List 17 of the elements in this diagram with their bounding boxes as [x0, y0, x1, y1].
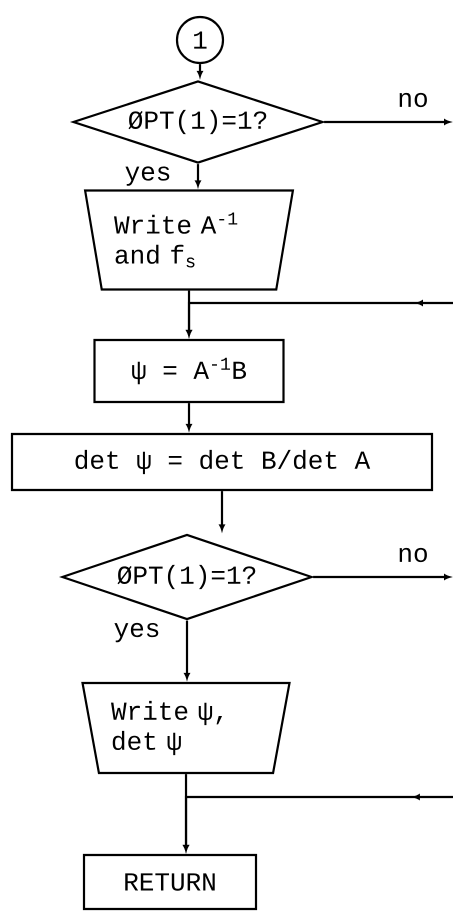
- output-trapezoid: Write ψ, det ψ: [81, 682, 291, 774]
- process-box: ψ = A$^{-1}$B: [93, 338, 285, 404]
- arrow: [313, 574, 450, 580]
- arrow: [197, 64, 203, 78]
- arrow: [195, 164, 201, 187]
- process-box: RETURN: [82, 854, 258, 910]
- arrow: [183, 794, 453, 852]
- arrow: [324, 119, 450, 125]
- arrow: [186, 403, 192, 430]
- arrow: [219, 491, 225, 531]
- edge-label: yes: [112, 622, 162, 644]
- edge-label: no: [396, 92, 430, 108]
- process-box: det ψ = det B/det A: [10, 432, 434, 492]
- edge-label: yes: [124, 165, 172, 187]
- arrow: [186, 300, 453, 336]
- edge-label: no: [396, 546, 430, 564]
- arrow: [184, 620, 190, 680]
